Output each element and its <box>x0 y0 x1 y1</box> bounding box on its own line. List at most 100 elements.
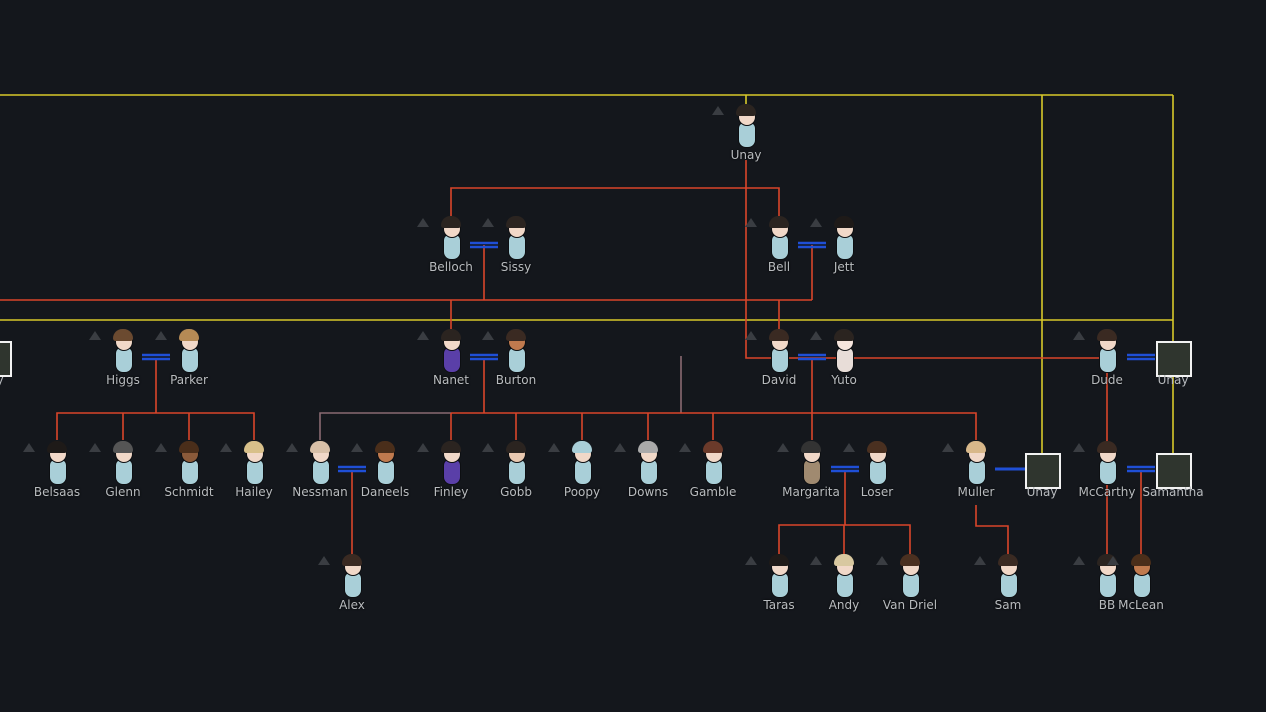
offmap-pawn-box[interactable] <box>0 341 12 377</box>
pawn-portrait-icon[interactable] <box>109 441 137 485</box>
pawn-node-bell[interactable]: Bell <box>745 216 811 276</box>
expand-triangle-icon[interactable] <box>155 443 167 452</box>
pawn-portrait-icon[interactable] <box>306 441 334 485</box>
pawn-node-loser[interactable]: Loser <box>843 441 909 501</box>
pawn-node-mccarthy[interactable]: McCarthy <box>1073 441 1139 501</box>
pawn-portrait-icon[interactable] <box>437 329 465 373</box>
pawn-node-schmidt[interactable]: Schmidt <box>155 441 221 501</box>
pawn-portrait-icon[interactable] <box>502 329 530 373</box>
expand-triangle-icon[interactable] <box>482 218 494 227</box>
pawn-node-unay-root[interactable]: Unay <box>712 104 778 164</box>
expand-triangle-icon[interactable] <box>548 443 560 452</box>
pawn-portrait-icon[interactable] <box>765 216 793 260</box>
pawn-portrait-icon[interactable] <box>896 554 924 598</box>
pawn-portrait-icon[interactable] <box>1093 441 1121 485</box>
pawn-portrait-icon[interactable] <box>830 329 858 373</box>
expand-triangle-icon[interactable] <box>1107 556 1119 565</box>
pawn-portrait-icon[interactable] <box>371 441 399 485</box>
pawn-node-van-driel[interactable]: Van Driel <box>876 554 942 614</box>
pawn-portrait-icon[interactable] <box>502 441 530 485</box>
pawn-portrait-icon[interactable] <box>1093 329 1121 373</box>
expand-triangle-icon[interactable] <box>351 443 363 452</box>
offmap-pawn-box[interactable] <box>1156 453 1192 489</box>
expand-triangle-icon[interactable] <box>1073 331 1085 340</box>
expand-triangle-icon[interactable] <box>23 443 35 452</box>
pawn-portrait-icon[interactable] <box>830 216 858 260</box>
expand-triangle-icon[interactable] <box>974 556 986 565</box>
pawn-node-parker[interactable]: Parker <box>155 329 221 389</box>
pawn-node-gobb[interactable]: Gobb <box>482 441 548 501</box>
pawn-portrait-icon[interactable] <box>699 441 727 485</box>
pawn-portrait-icon[interactable] <box>338 554 366 598</box>
expand-triangle-icon[interactable] <box>712 106 724 115</box>
expand-triangle-icon[interactable] <box>482 443 494 452</box>
expand-triangle-icon[interactable] <box>679 443 691 452</box>
expand-triangle-icon[interactable] <box>777 443 789 452</box>
expand-triangle-icon[interactable] <box>318 556 330 565</box>
expand-triangle-icon[interactable] <box>745 556 757 565</box>
pawn-portrait-icon[interactable] <box>765 554 793 598</box>
expand-triangle-icon[interactable] <box>843 443 855 452</box>
expand-triangle-icon[interactable] <box>155 331 167 340</box>
pawn-node-daneels[interactable]: Daneels <box>351 441 417 501</box>
expand-triangle-icon[interactable] <box>810 218 822 227</box>
pawn-node-andy[interactable]: Andy <box>810 554 876 614</box>
expand-triangle-icon[interactable] <box>942 443 954 452</box>
expand-triangle-icon[interactable] <box>876 556 888 565</box>
pawn-node-glenn[interactable]: Glenn <box>89 441 155 501</box>
pawn-node-gamble[interactable]: Gamble <box>679 441 745 501</box>
pawn-portrait-icon[interactable] <box>830 554 858 598</box>
offmap-pawn-box[interactable] <box>1156 341 1192 377</box>
pawn-node-sissy[interactable]: Sissy <box>482 216 548 276</box>
pawn-node-belloch[interactable]: Belloch <box>417 216 483 276</box>
expand-triangle-icon[interactable] <box>745 218 757 227</box>
pawn-portrait-icon[interactable] <box>109 329 137 373</box>
pawn-portrait-icon[interactable] <box>962 441 990 485</box>
pawn-portrait-icon[interactable] <box>994 554 1022 598</box>
expand-triangle-icon[interactable] <box>810 331 822 340</box>
pawn-node-muller[interactable]: Muller <box>942 441 1008 501</box>
pawn-portrait-icon[interactable] <box>437 441 465 485</box>
expand-triangle-icon[interactable] <box>1073 556 1085 565</box>
pawn-node-downs[interactable]: Downs <box>614 441 680 501</box>
pawn-node-margarita[interactable]: Margarita <box>777 441 843 501</box>
pawn-node-nessman[interactable]: Nessman <box>286 441 352 501</box>
expand-triangle-icon[interactable] <box>417 443 429 452</box>
pawn-portrait-icon[interactable] <box>437 216 465 260</box>
pawn-portrait-icon[interactable] <box>863 441 891 485</box>
expand-triangle-icon[interactable] <box>745 331 757 340</box>
expand-triangle-icon[interactable] <box>220 443 232 452</box>
pawn-portrait-icon[interactable] <box>732 104 760 148</box>
pawn-node-yuto[interactable]: Yuto <box>810 329 876 389</box>
expand-triangle-icon[interactable] <box>417 331 429 340</box>
pawn-node-sam[interactable]: Sam <box>974 554 1040 614</box>
expand-triangle-icon[interactable] <box>89 443 101 452</box>
expand-triangle-icon[interactable] <box>89 331 101 340</box>
pawn-node-hailey[interactable]: Hailey <box>220 441 286 501</box>
pawn-node-poopy[interactable]: Poopy <box>548 441 614 501</box>
pawn-node-mclean[interactable]: McLean <box>1107 554 1173 614</box>
expand-triangle-icon[interactable] <box>482 331 494 340</box>
expand-triangle-icon[interactable] <box>614 443 626 452</box>
pawn-node-dude[interactable]: Dude <box>1073 329 1139 389</box>
pawn-portrait-icon[interactable] <box>568 441 596 485</box>
expand-triangle-icon[interactable] <box>417 218 429 227</box>
pawn-node-alex[interactable]: Alex <box>318 554 384 614</box>
pawn-portrait-icon[interactable] <box>797 441 825 485</box>
expand-triangle-icon[interactable] <box>810 556 822 565</box>
pawn-portrait-icon[interactable] <box>502 216 530 260</box>
pawn-node-burton[interactable]: Burton <box>482 329 548 389</box>
expand-triangle-icon[interactable] <box>286 443 298 452</box>
pawn-portrait-icon[interactable] <box>240 441 268 485</box>
pawn-portrait-icon[interactable] <box>175 441 203 485</box>
pawn-portrait-icon[interactable] <box>175 329 203 373</box>
pawn-node-jett[interactable]: Jett <box>810 216 876 276</box>
pawn-node-david[interactable]: David <box>745 329 811 389</box>
pawn-portrait-icon[interactable] <box>43 441 71 485</box>
pawn-node-taras[interactable]: Taras <box>745 554 811 614</box>
pawn-portrait-icon[interactable] <box>765 329 793 373</box>
expand-triangle-icon[interactable] <box>1073 443 1085 452</box>
pawn-node-belsaas[interactable]: Belsaas <box>23 441 89 501</box>
pawn-portrait-icon[interactable] <box>1127 554 1155 598</box>
pawn-node-higgs[interactable]: Higgs <box>89 329 155 389</box>
